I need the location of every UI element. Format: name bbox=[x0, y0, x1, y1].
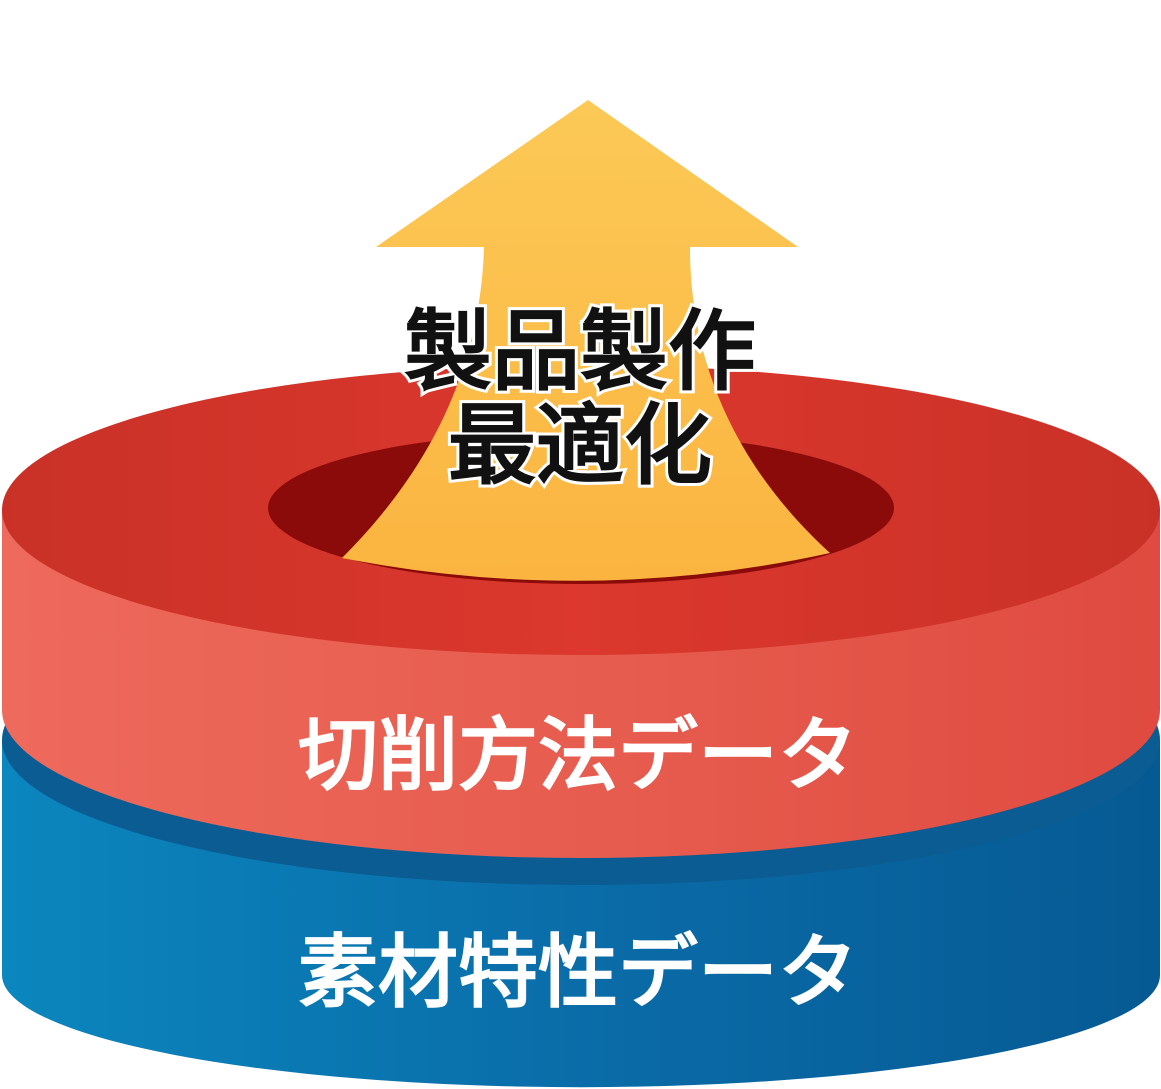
goal-title-line2: 最適化 bbox=[448, 394, 712, 497]
optimization-arrow bbox=[342, 100, 830, 581]
cutting-method-data-label: 切削方法データ bbox=[298, 709, 858, 802]
material-property-data-label: 素材特性データ bbox=[298, 926, 858, 1019]
goal-title-line1: 製品製作 bbox=[404, 300, 756, 403]
